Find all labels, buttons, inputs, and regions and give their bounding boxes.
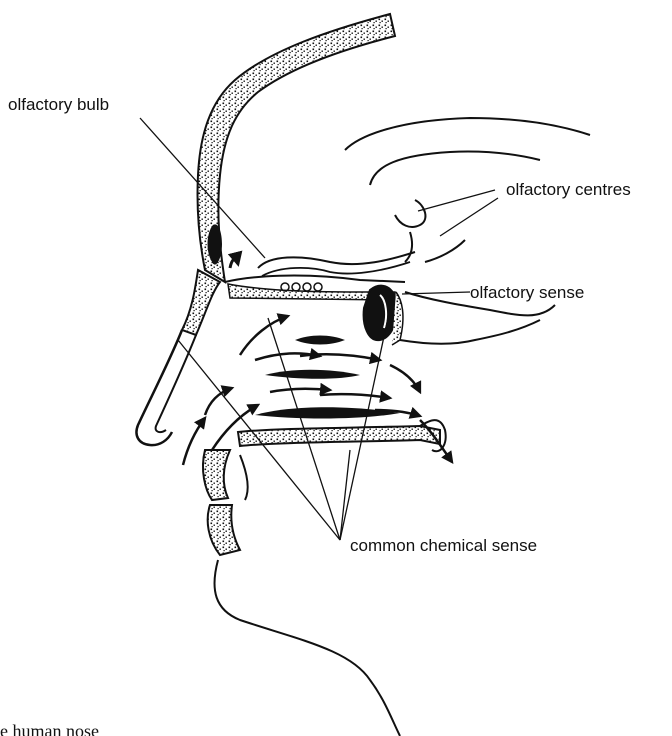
label-common-chemical-sense: common chemical sense [350,537,537,554]
brain-stem [395,200,425,227]
chin-neck-outline [214,560,400,736]
nose-outline [137,330,183,445]
tongue [240,455,248,500]
label-olfactory-sense: olfactory sense [470,284,584,301]
olfactory-bulb-shape [258,252,415,268]
nasal-bone [182,270,220,335]
hard-palate [238,426,440,446]
skull-bone [197,14,395,282]
figure-caption: e human nose [0,722,99,736]
sphenoid-dark-region [364,286,397,340]
middle-turbinate [265,370,360,379]
nose-inner-outline [156,335,196,432]
label-olfactory-centres: olfactory centres [506,181,631,198]
brain-curve-outer [345,118,590,150]
lower-jaw [208,505,240,555]
maxilla [203,450,230,500]
upper-turbinate [295,336,345,345]
label-olfactory-bulb: olfactory bulb [8,96,109,113]
cribriform-plate [225,276,405,282]
